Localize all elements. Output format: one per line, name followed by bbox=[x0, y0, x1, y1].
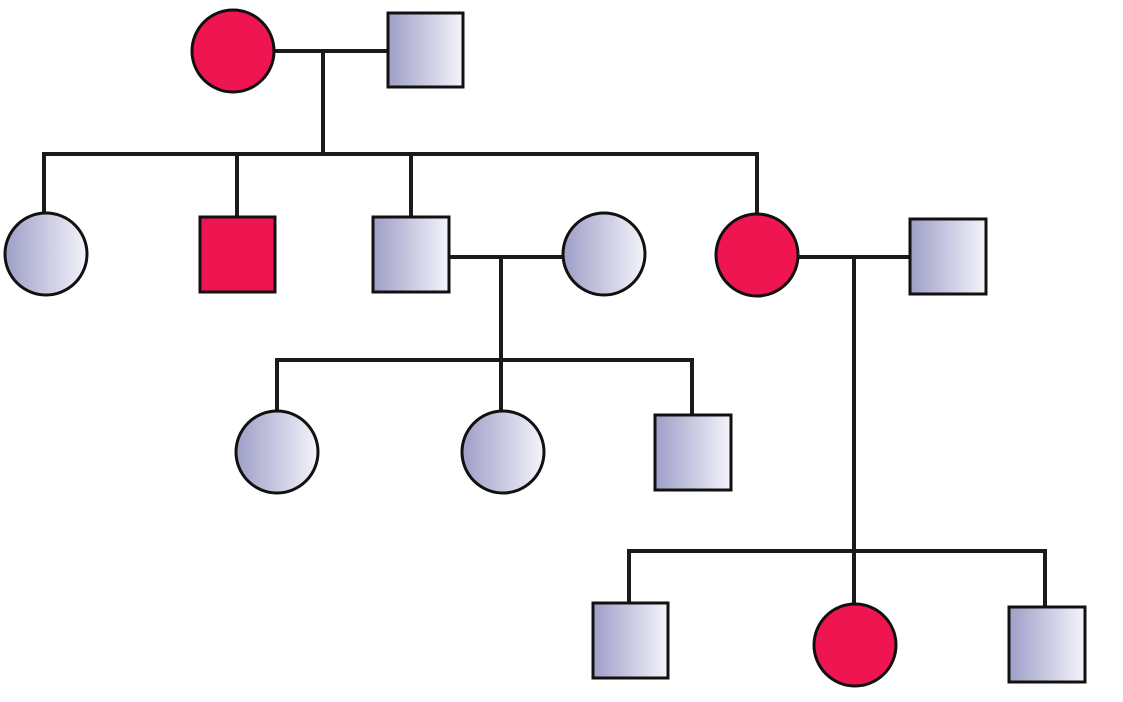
unaffected-male bbox=[386, 11, 465, 89]
unaffected-female bbox=[460, 409, 546, 495]
unaffected-female bbox=[234, 409, 320, 495]
connector-lines bbox=[42, 49, 1047, 609]
individuals bbox=[3, 8, 1087, 688]
affected-female bbox=[714, 212, 800, 298]
unaffected-male bbox=[591, 601, 670, 680]
unaffected-female bbox=[561, 211, 647, 297]
unaffected-male bbox=[1007, 605, 1087, 684]
affected-male bbox=[198, 215, 277, 294]
unaffected-female bbox=[3, 211, 89, 297]
unaffected-male bbox=[908, 217, 988, 296]
unaffected-male bbox=[371, 215, 451, 294]
affected-female bbox=[190, 8, 276, 94]
affected-female bbox=[812, 602, 898, 688]
unaffected-male bbox=[653, 413, 733, 492]
